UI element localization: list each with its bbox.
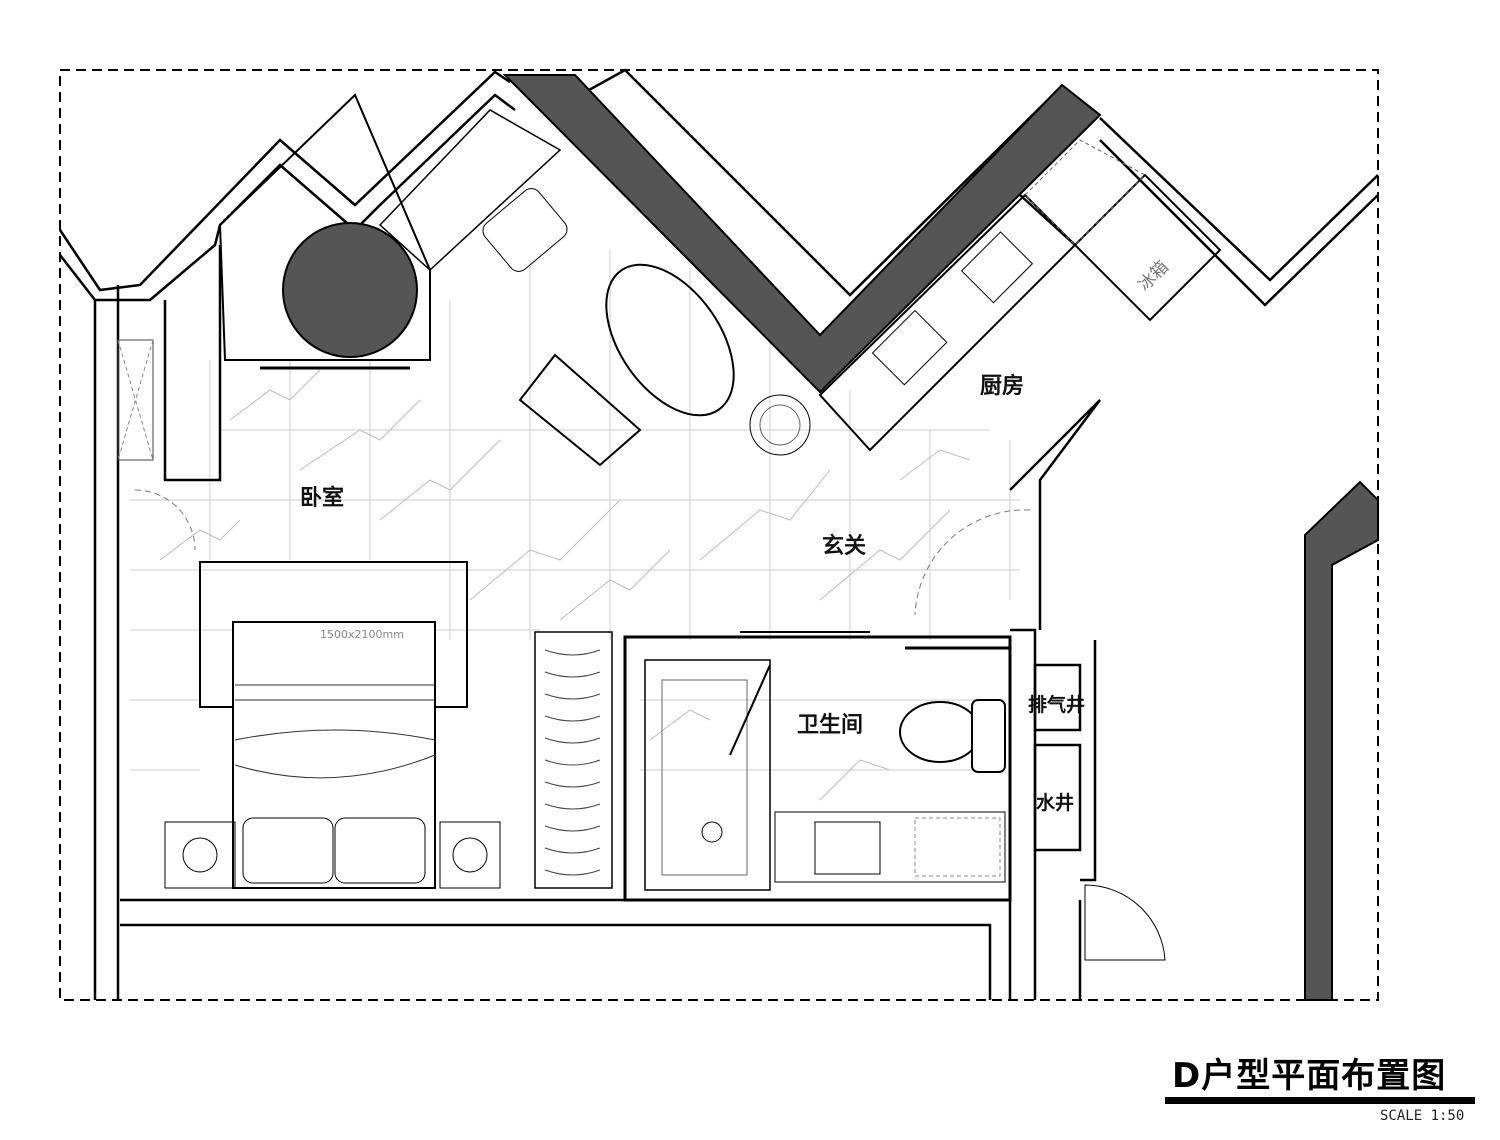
drain-icon bbox=[701, 821, 723, 843]
room-label-bathroom: 卫生间 bbox=[797, 713, 864, 738]
wardrobe[interactable] bbox=[534, 631, 613, 889]
structural-wall bbox=[502, 74, 1102, 394]
pillow bbox=[334, 817, 426, 884]
chair[interactable] bbox=[479, 185, 571, 276]
entry-door-swing[interactable] bbox=[914, 509, 1031, 616]
toilet[interactable] bbox=[899, 701, 981, 763]
marble-veins bbox=[159, 369, 971, 801]
side-table[interactable] bbox=[749, 394, 811, 456]
nightstand-right[interactable] bbox=[439, 821, 501, 889]
bed[interactable] bbox=[232, 621, 436, 889]
structural-wall-right bbox=[1304, 480, 1379, 1001]
lounge-chair[interactable] bbox=[580, 242, 759, 439]
exhaust-shaft bbox=[1033, 663, 1082, 732]
room-label-water-shaft: 水井 bbox=[1036, 792, 1075, 814]
lamp-icon bbox=[452, 837, 488, 873]
room-label-kitchen: 厨房 bbox=[980, 374, 1025, 399]
desk[interactable] bbox=[378, 109, 562, 272]
room-label-bedroom: 卧室 bbox=[300, 486, 345, 511]
wardrobe-cabinet bbox=[117, 339, 154, 461]
title-underline bbox=[1165, 1097, 1475, 1104]
water-shaft bbox=[1033, 743, 1082, 852]
dining-nook bbox=[218, 93, 431, 361]
bathroom-walls bbox=[623, 635, 1012, 902]
window-swing bbox=[134, 489, 196, 551]
basin[interactable] bbox=[814, 821, 881, 875]
round-table[interactable] bbox=[282, 222, 418, 358]
room-label-exhaust-shaft: 排气井 bbox=[1028, 694, 1086, 716]
bed-size-label: 1500x2100mm bbox=[320, 628, 404, 641]
lamp-icon bbox=[182, 837, 218, 873]
pillow bbox=[242, 817, 334, 884]
ottoman[interactable] bbox=[518, 353, 642, 467]
sink[interactable] bbox=[871, 309, 948, 386]
fridge[interactable] bbox=[1073, 173, 1222, 322]
shower[interactable] bbox=[644, 659, 771, 891]
service-door[interactable] bbox=[1084, 884, 1166, 961]
hangers bbox=[544, 649, 601, 876]
shower-door[interactable] bbox=[729, 664, 771, 756]
vanity[interactable] bbox=[774, 811, 1006, 883]
cooktop[interactable] bbox=[960, 231, 1034, 304]
nightstand-left[interactable] bbox=[164, 821, 236, 889]
room-label-entrance: 玄关 bbox=[822, 534, 867, 559]
scale-label: SCALE 1:50 bbox=[1380, 1108, 1465, 1124]
drawing-title: D户型平面布置图 bbox=[1172, 1056, 1447, 1096]
